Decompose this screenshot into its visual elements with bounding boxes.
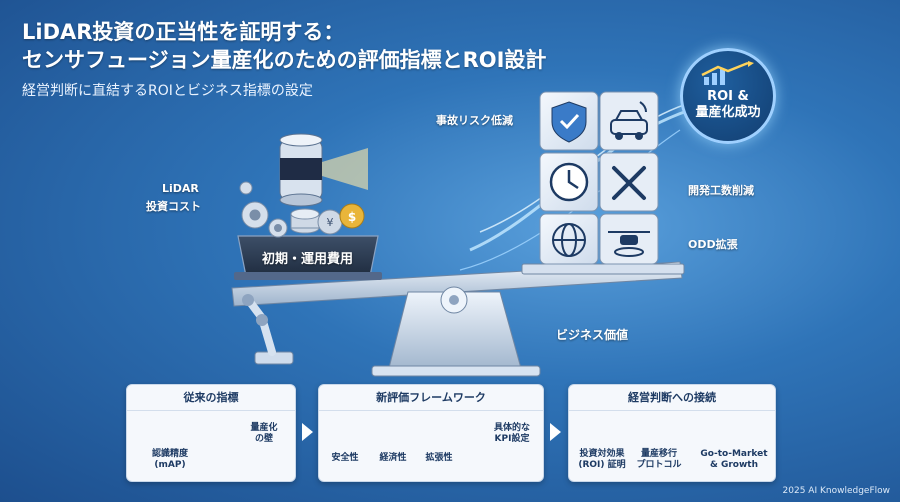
shield-check-icon [551,101,587,143]
caption-line: 量産化 [250,423,278,433]
gear-icon [239,181,288,238]
flow-box-executive: 経営判断への接続 投資対効果 (ROI) 証明 量産移行 プロトコル Go-to… [568,384,776,482]
cost-tray-label: 初期・運用費用 [262,252,354,267]
caption-safety: 安全性 [331,453,359,463]
credit-text: 2025 AI KnowledgeFlow [782,486,890,496]
caption-mass-production-wall: 量産化 の壁 [239,423,289,445]
caption-accuracy: 認識精度 (mAP) [135,449,205,471]
lidar-label: LiDAR [162,182,199,195]
flow-box-heading: 従来の指標 [127,385,295,411]
car-sensor-icon [610,101,648,140]
caption-roi-proof: 投資対効果 (ROI) 証明 [571,449,633,471]
benefit-accident-risk: 事故リスク低減 [436,114,513,127]
badge-line1: ROI & [707,89,749,104]
caption-line: Go-to-Market [700,449,768,459]
caption-line: の壁 [254,434,273,444]
drone-icon [608,231,650,257]
svg-text:¥: ¥ [327,216,334,229]
roi-badge: ROI & 量産化成功 [680,48,776,144]
caption-economy: 経済性 [379,453,407,463]
benefit-tile-stack [521,91,685,275]
caption-line: (mAP) [154,460,186,470]
robotic-arm-icon [242,294,294,365]
caption-kpi: 具体的な KPI設定 [483,423,541,445]
svg-text:$: $ [348,210,356,224]
cost-tray [234,235,382,280]
page-title-line2: センサフュージョン量産化のための評価指標とROI設計 [22,48,547,72]
flow-box-new-framework: 新評価フレームワーク 安全性 経済性 拡張性 具体的な KPI設定 [318,384,544,482]
caption-line: (ROI) 証明 [578,460,626,470]
clock-icon [549,162,589,202]
badge-line2: 量産化成功 [695,105,761,120]
wrench-screwdriver-icon [612,166,646,200]
flow-box-heading: 経営判断への接続 [569,385,775,411]
caption-line: & Growth [709,460,758,470]
benefit-odd: ODD拡張 [688,238,738,251]
flow-arrow [550,423,561,441]
flow-box-traditional: 従来の指標 認識精度 (mAP) 量産化 の壁 [126,384,296,482]
title-block: LiDAR投資の正当性を証明する： センサフュージョン量産化のための評価指標とR… [22,18,662,100]
coin-stack-icon: ¥ $ [290,203,365,235]
page-subtitle: 経営判断に直結するROIとビジネス指標の設定 [22,83,313,99]
page-title-line1: LiDAR投資の正当性を証明する： [22,20,345,44]
caption-line: 具体的な [493,423,530,433]
flow-box-heading: 新評価フレームワーク [319,385,543,411]
growth-chart-icon [701,61,754,85]
globe-icon [552,223,586,257]
caption-line: プロトコル [636,460,682,470]
caption-line: 投資対効果 [579,449,625,459]
caption-go-to-market: Go-to-Market & Growth [693,449,775,471]
flow-arrow [302,423,313,441]
caption-transition-protocol: 量産移行 プロトコル [631,449,687,471]
investment-cost-label: 投資コスト [146,200,201,213]
business-value-label: ビジネス価値 [556,328,629,342]
caption-scalability: 拡張性 [425,453,453,463]
caption-line: 認識精度 [151,449,188,459]
caption-line: KPI設定 [494,434,530,444]
lidar-sensor-icon [279,133,368,207]
benefit-dev-effort: 開発工数削減 [688,184,754,197]
caption-line: 量産移行 [640,449,677,459]
